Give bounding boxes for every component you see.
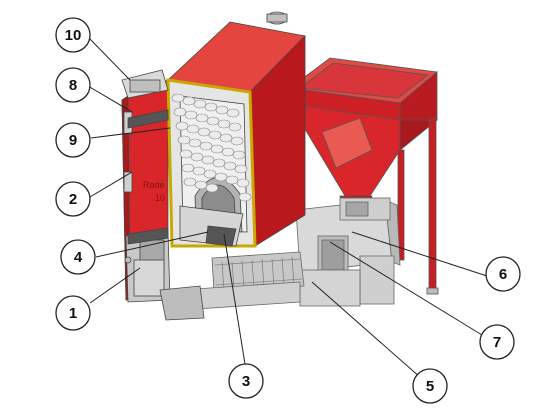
model-label: 10	[155, 193, 165, 203]
front-details	[121, 69, 169, 264]
tube-end	[219, 133, 233, 143]
callout-4-label: 4	[74, 249, 83, 266]
tube-end	[221, 147, 235, 157]
tube-end	[179, 149, 193, 159]
tube-end	[183, 177, 197, 187]
tube-end	[212, 158, 226, 168]
tube-end	[226, 108, 240, 118]
tube-end	[195, 113, 209, 123]
tube-end	[210, 144, 224, 154]
tube-end	[214, 172, 228, 182]
callout-2: 2	[55, 181, 91, 217]
callout-9-label: 9	[69, 132, 77, 149]
tube-end	[217, 119, 231, 129]
brand-label: Rade	[143, 180, 165, 190]
tube-end	[234, 164, 248, 174]
tube-end	[199, 141, 213, 151]
tube-end	[225, 175, 239, 185]
callout-3-label: 3	[242, 373, 250, 390]
tube-end	[204, 102, 218, 112]
tube-end	[228, 122, 242, 132]
callout-10: 10	[55, 17, 91, 53]
callout-7-label: 7	[493, 334, 501, 351]
tube-end	[206, 116, 220, 126]
tube-end	[203, 169, 217, 179]
tube-end	[186, 124, 200, 134]
tube-end	[205, 183, 219, 193]
callout-5: 5	[412, 368, 448, 404]
tube-end	[182, 96, 196, 106]
callout-3: 3	[228, 363, 264, 399]
tube-end	[194, 180, 208, 190]
callout-6: 6	[485, 256, 521, 292]
callout-10-label: 10	[65, 27, 82, 44]
leader-lines	[87, 36, 488, 379]
callout-2-label: 2	[69, 191, 77, 208]
tube-end	[175, 121, 189, 131]
callout-8: 8	[55, 67, 91, 103]
tube-end	[223, 161, 237, 171]
heat-exchanger-tubes	[171, 93, 252, 202]
tube-end	[171, 93, 185, 103]
tube-end	[181, 163, 195, 173]
callout-1: 1	[55, 295, 91, 331]
tube-end	[238, 192, 252, 202]
feeder-assembly	[179, 197, 401, 311]
tube-end	[230, 136, 244, 146]
callout-6-label: 6	[499, 266, 507, 283]
tube-end	[201, 155, 215, 165]
callout-8-label: 8	[69, 77, 77, 94]
tube-end	[177, 135, 191, 145]
tube-end	[190, 152, 204, 162]
callout-9: 9	[55, 122, 91, 158]
callout-7: 7	[479, 324, 515, 360]
tube-end	[208, 130, 222, 140]
tube-end	[236, 178, 250, 188]
tube-end	[192, 166, 206, 176]
callout-5-label: 5	[426, 378, 434, 395]
tube-end	[232, 150, 246, 160]
callout-4: 4	[60, 239, 96, 275]
tube-end	[197, 127, 211, 137]
tube-end	[173, 107, 187, 117]
tube-end	[184, 110, 198, 120]
tube-end	[188, 138, 202, 148]
tube-end	[215, 105, 229, 115]
callout-1-label: 1	[69, 305, 77, 322]
tube-end	[193, 99, 207, 109]
pellet-hopper	[288, 57, 439, 295]
